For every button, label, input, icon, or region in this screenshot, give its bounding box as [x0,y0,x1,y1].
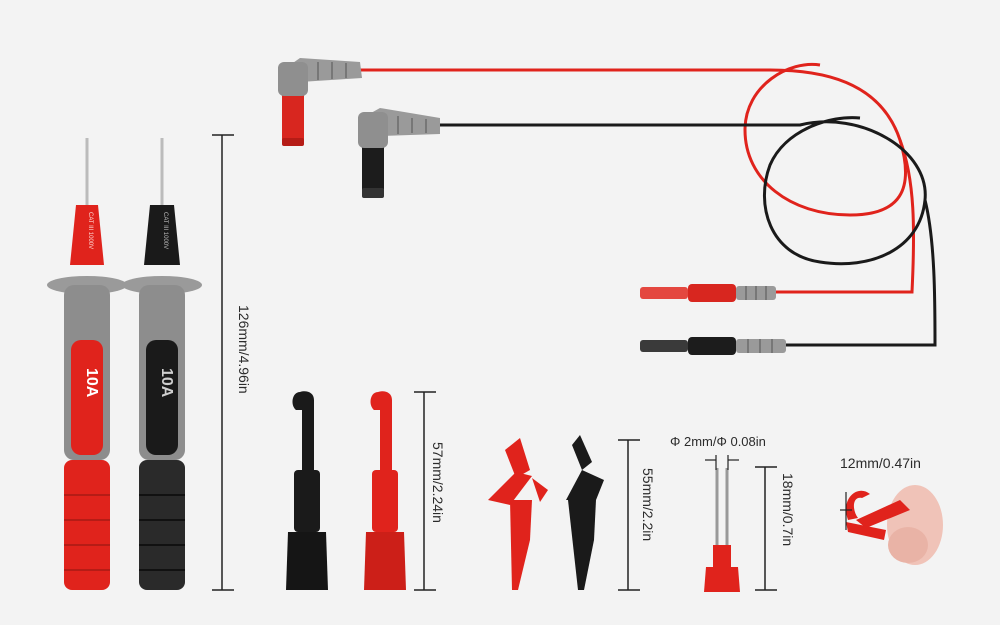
probe-length-dimension-line [212,134,234,591]
pin-diameter-dimension-line [705,455,739,470]
probe-black-rating-mark: 10A [158,368,175,398]
pin-length-label: 18mm/0.7in [780,473,796,547]
grabber-opening-dimension-line [840,492,852,530]
probe-red-marking: CAT III 1000V [87,212,93,250]
alligator-clip-dimension-line [618,439,640,591]
alligator-clip-red [488,438,548,590]
test-lead-cable-red [278,58,916,302]
test-lead-cable-black [358,108,937,355]
probe-pen-red [47,138,127,590]
hook-clip-black [286,391,328,590]
probe-pen-black [122,138,202,590]
hook-clip-dimension-line [414,391,436,591]
probe-length-label: 126mm/4.96in [236,305,252,394]
pin-probe [704,468,740,592]
hook-clip-length-label: 57mm/2.24in [430,442,446,523]
grabber-opening-label: 12mm/0.47in [840,455,921,471]
alligator-clip-black [566,435,604,590]
pin-diameter-label: Φ 2mm/Φ 0.08in [670,434,766,449]
hook-clip-red [364,391,406,590]
alligator-clip-length-label: 55mm/2.2in [640,468,656,542]
mini-grabber-clip [846,485,943,565]
pin-length-dimension-line [755,466,777,591]
probe-black-marking: CAT III 1000V [162,212,168,250]
probe-red-rating-mark: 10A [83,368,100,398]
